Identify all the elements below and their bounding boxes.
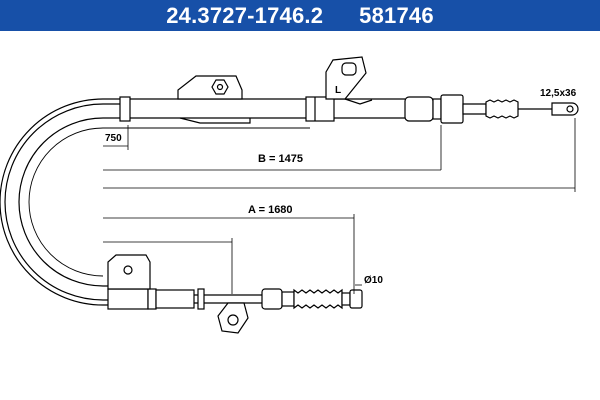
mounting-hole-icon [227, 314, 239, 326]
lower-grommet-left [107, 288, 149, 310]
lower-sleeve [147, 288, 157, 310]
upper-grommet-left [119, 96, 131, 122]
cable-inner-loop [28, 127, 310, 277]
dimension-b-label: B = 1475 [258, 153, 303, 165]
upper-sleeve [305, 96, 335, 122]
reference-number: 581746 [359, 2, 434, 28]
cable-loop [0, 98, 310, 306]
lower-bracket [107, 254, 249, 334]
cable-middle-line [4, 103, 120, 301]
nipple-end [349, 289, 363, 309]
cable-drawing: L [0, 56, 579, 334]
upper-end-fitting [404, 94, 579, 124]
eyelet-size-label: 12,5x36 [540, 88, 577, 99]
cable-outer-line [0, 98, 120, 306]
part-number: 24.3727-1746.2 [166, 2, 324, 28]
title-bar: 24.3727-1746.2 581746 [0, 0, 600, 31]
cable-inner-line [18, 117, 120, 287]
dimension-lines [103, 118, 576, 294]
eyelet-end [551, 102, 579, 116]
threaded-rod [485, 99, 519, 119]
lower-threaded-sleeve [293, 288, 343, 310]
offset-750-label: 750 [105, 133, 122, 144]
diameter-label: Ø10 [364, 275, 383, 286]
upper-conduit [119, 96, 405, 122]
dimension-a-label: A = 1680 [248, 204, 293, 216]
upper-bracket-right [325, 56, 373, 105]
l-marker: L [335, 85, 341, 96]
upper-bracket-left [177, 75, 251, 124]
lower-end-fitting [261, 288, 363, 310]
